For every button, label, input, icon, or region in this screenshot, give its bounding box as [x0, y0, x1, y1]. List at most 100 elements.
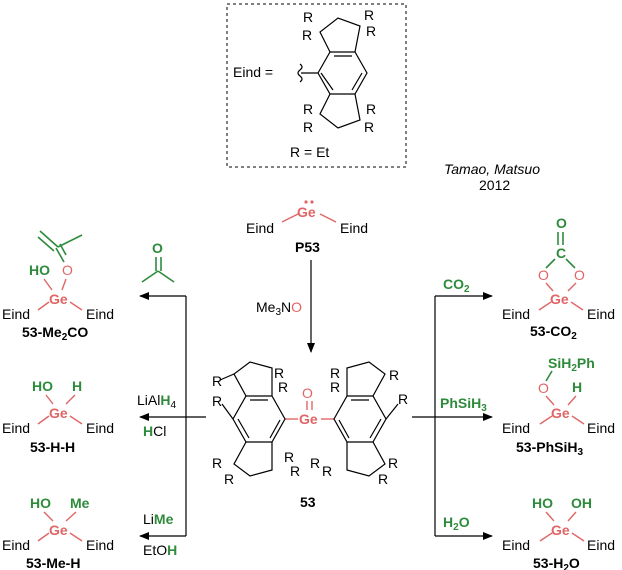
germanium-atom: Ge	[299, 411, 318, 427]
right-bottom-ring	[346, 441, 386, 477]
inset-bottom-ring	[319, 93, 361, 129]
inset-aromatic-bond	[320, 72, 334, 91]
ge-eind-bond	[539, 415, 553, 425]
oxygen-atom: O	[302, 385, 313, 401]
methyl-group: Me	[70, 495, 90, 511]
oxygen-atom: O	[538, 380, 549, 396]
inset-frame	[226, 3, 407, 168]
r-group: R	[278, 379, 288, 395]
o-ge-bond	[43, 511, 54, 522]
hydroxyl-ho: HO	[30, 495, 51, 511]
left-benzene-ring	[232, 395, 286, 443]
eind-ligand: Eind	[2, 306, 30, 322]
ge-eind-bond	[571, 415, 585, 425]
compound-label-53: 53	[300, 494, 316, 510]
carbon-atom: C	[556, 245, 566, 261]
ge-eind-bond	[281, 213, 299, 223]
reagent-lialh4: LiAlH4	[137, 392, 176, 411]
reagent-lime: LiMe	[143, 511, 174, 527]
lone-pair-dot	[310, 200, 314, 204]
product-53-co2: O C O O Ge Eind Eind 53-CO2	[502, 215, 615, 342]
r-bond	[221, 403, 234, 420]
o-ge-bond	[545, 511, 555, 522]
isopropenyl-bond	[55, 247, 65, 263]
hydride: H	[572, 379, 582, 395]
isopropenyl-methyl-bond	[57, 234, 83, 248]
o-ge-bond	[545, 395, 555, 406]
right-top-ring	[346, 361, 386, 397]
oxygen-atom: O	[62, 262, 73, 278]
product-53-h-h: HO H Ge Eind Eind 53-H-H	[2, 378, 114, 455]
hydroxyl-ho: HO	[532, 495, 553, 511]
ge-eind-bond	[37, 415, 50, 425]
ge-eind-bond	[37, 301, 50, 311]
hydroxyl-oh: OH	[571, 495, 592, 511]
methyl-bond	[141, 270, 159, 283]
compound-label-p53: P53	[295, 239, 320, 255]
inset-r-group: R	[366, 23, 376, 39]
h-ge-bond	[567, 395, 577, 406]
r-bond	[219, 373, 235, 381]
germanium-atom: Ge	[49, 405, 68, 421]
aromatic-bond	[237, 418, 250, 439]
acetone-oxygen: O	[152, 240, 163, 256]
r-group: R	[322, 463, 332, 479]
compound-label: 53-Me-H	[26, 555, 80, 570]
eind-ligand: Eind	[587, 537, 615, 553]
carbonyl-oxygen: O	[556, 215, 567, 231]
lone-pair-dot	[304, 200, 308, 204]
silyl-group: SiH2Ph	[548, 355, 595, 374]
attachment-wavy-bond	[297, 63, 303, 83]
eind-ligand: Eind	[502, 306, 530, 322]
eind-ligand: Eind	[86, 537, 114, 553]
r-group: R	[224, 471, 234, 487]
r-definition: R = Et	[290, 144, 329, 160]
r-group: R	[284, 449, 294, 465]
left-top-ring	[233, 361, 273, 397]
r-group: R	[290, 463, 300, 479]
compound-label: 53-PhSiH3	[516, 439, 583, 458]
germanium-atom: Ge	[550, 291, 569, 307]
product-53-me-h: HO Me Ge Eind Eind 53-Me-H	[2, 495, 114, 570]
ge-eind-bond	[37, 532, 50, 542]
ge-eind-bond	[69, 532, 83, 542]
reagent-me3no: Me3NO	[256, 299, 302, 318]
ge-eind-bond	[539, 532, 553, 542]
inset-benzene-ring	[317, 51, 368, 95]
oxygen-atom: O	[538, 267, 549, 283]
aromatic-bond	[369, 418, 382, 439]
reagent-etoh: EtOH	[143, 542, 177, 558]
hydride: H	[72, 378, 82, 394]
si-o-bond	[545, 370, 553, 382]
eind-ligand: Eind	[2, 420, 30, 436]
germanium-atom: Ge	[297, 204, 316, 220]
eind-definition-inset: Eind = R R R R R R R R R = Et	[226, 3, 407, 168]
o-ge-bond	[61, 278, 67, 291]
right-benzene-ring	[333, 395, 387, 443]
eind-ligand: Eind	[587, 420, 615, 436]
ge-eind-bond	[570, 301, 584, 311]
r-group: R	[310, 455, 320, 471]
oxygen-atom: O	[574, 267, 585, 283]
aromatic-bond	[338, 419, 350, 439]
c-o-bond	[545, 258, 556, 269]
o-ge-bond	[567, 511, 577, 522]
ge-eind-bond	[538, 301, 552, 311]
r-bond	[385, 403, 399, 420]
r-group: R	[274, 365, 284, 381]
compound-label: 53-CO2	[530, 323, 577, 342]
germanium-atom: Ge	[49, 522, 68, 538]
reagent-co2: CO2	[443, 276, 470, 295]
hydroxyl-ho: HO	[32, 378, 53, 394]
ge-eind-bond	[69, 301, 83, 311]
ge-eind-bond	[319, 213, 337, 223]
inset-r-group: R	[366, 101, 376, 117]
germanium-atom: Ge	[49, 291, 68, 307]
left-bottom-ring	[233, 441, 273, 477]
eind-ligand: Eind	[86, 420, 114, 436]
compound-p53: Ge Eind Eind P53	[246, 200, 368, 255]
ge-eind-bond	[571, 532, 585, 542]
compound-53: O Ge R R R R R R R R R R R R R R	[212, 361, 408, 510]
